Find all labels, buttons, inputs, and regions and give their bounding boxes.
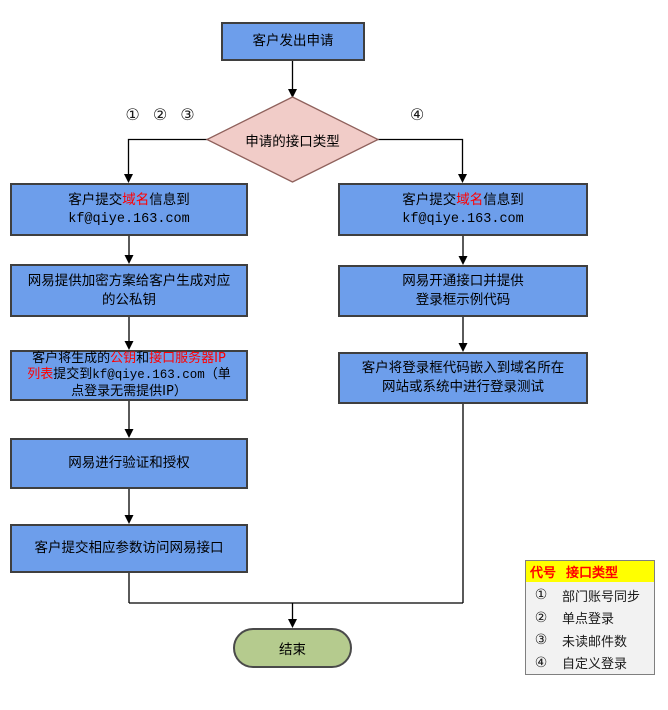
highlight-domain: 域名: [122, 191, 150, 208]
highlight-list: 列表: [27, 367, 54, 383]
node-start-label: 客户发出申请: [252, 33, 334, 49]
connector-decision-to-left: [127, 138, 208, 174]
node-end: 结束: [233, 628, 352, 668]
legend-label-1: 部门账号同步: [562, 589, 641, 605]
legend-row-4: ④ 自定义登录: [526, 652, 654, 675]
arrowhead-l5: [124, 515, 134, 524]
branch-label-4: ④: [409, 105, 429, 124]
legend-header-code: 代号: [530, 566, 557, 581]
arrowhead-l2: [124, 255, 134, 264]
node-left-encryption-scheme: 网易提供加密方案给客户生成对应 的公私钥: [10, 264, 248, 317]
node-left-call-api: 客户提交相应参数访问网易接口: [10, 524, 248, 573]
legend-symbol-3: ③: [534, 632, 548, 649]
node-left-submit-domain: 客户提交域名信息到 kf@qiye.163.com: [10, 183, 248, 236]
legend-symbol-1: ①: [534, 587, 548, 604]
highlight-server-ip: 接口服务器IP: [149, 350, 226, 366]
node-right-open-api-sample: 网易开通接口并提供 登录框示例代码: [338, 265, 588, 317]
arrowhead-l3: [124, 341, 134, 350]
node-right-submit-domain: 客户提交域名信息到 kf@qiye.163.com: [338, 183, 588, 236]
email-address: kf@qiye.163.com: [68, 211, 190, 227]
node-end-label: 结束: [279, 642, 306, 658]
email-address: kf@qiye.163.com: [92, 368, 205, 383]
legend-header: 代号 接口类型: [526, 561, 654, 582]
arrowhead-r3: [458, 343, 468, 352]
legend-label-3: 未读邮件数: [562, 634, 628, 650]
legend-symbol-4: ④: [534, 654, 548, 671]
connector-decision-to-right: [377, 138, 464, 174]
arrowhead-r2: [458, 256, 468, 265]
node-decision-label: 申请的接口类型: [245, 133, 340, 150]
arrowhead-end: [288, 619, 297, 628]
legend-header-type: 接口类型: [566, 566, 619, 581]
legend-label-2: 单点登录: [562, 612, 615, 628]
arrowhead-decision: [288, 89, 297, 98]
legend-row-3: ③ 未读邮件数: [526, 629, 654, 652]
arrowhead-l4: [124, 429, 134, 438]
highlight-pubkey: 公钥: [110, 350, 137, 366]
legend-label-4: 自定义登录: [562, 657, 628, 673]
legend-row-2: ② 单点登录: [526, 607, 654, 630]
arrowhead-left-branch: [124, 174, 133, 183]
decision-diamond: [205, 96, 380, 183]
highlight-domain: 域名: [456, 191, 484, 208]
node-left-verify-authorize: 网易进行验证和授权: [10, 438, 248, 489]
legend-row-1: ① 部门账号同步: [526, 584, 654, 607]
node-right-embed-login-test: 客户将登录框代码嵌入到域名所在 网站或系统中进行登录测试: [338, 352, 588, 404]
legend-symbol-2: ②: [534, 609, 548, 626]
email-address: kf@qiye.163.com: [402, 211, 524, 227]
branch-label-123: ① ② ③: [125, 105, 199, 124]
legend-table: 代号 接口类型 ① 部门账号同步 ② 单点登录 ③ 未读邮件数 ④ 自定义登录: [525, 560, 655, 675]
node-left-submit-pubkey-ip: 客户将生成的公钥和接口服务器IP 列表提交到kf@qiye.163.com（单 …: [10, 350, 248, 401]
node-start: 客户发出申请: [221, 22, 365, 61]
arrowhead-right-branch: [458, 174, 467, 183]
